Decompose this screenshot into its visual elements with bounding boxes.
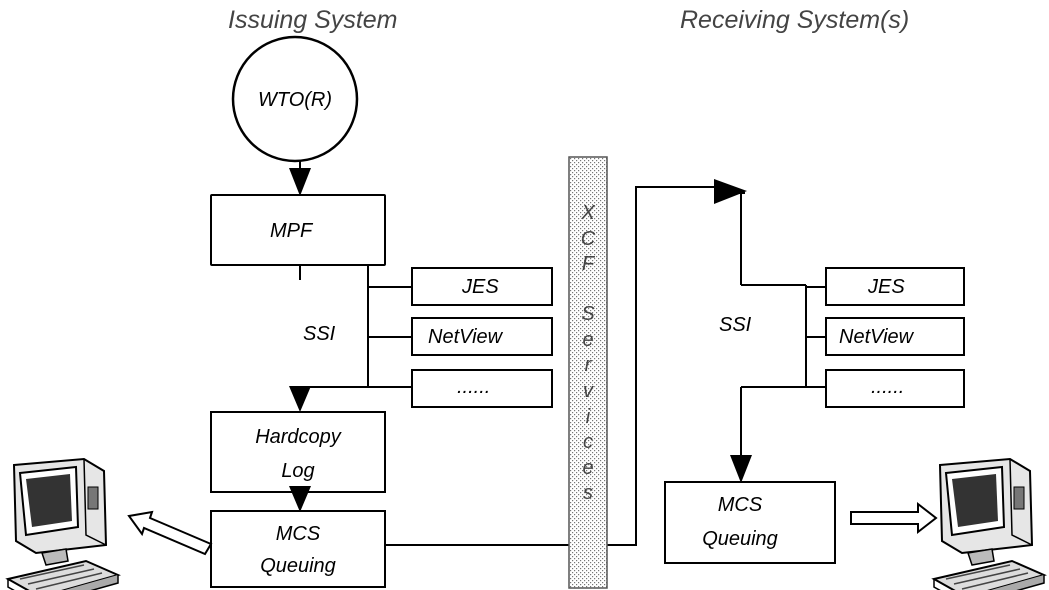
mpf-label: MPF	[270, 220, 314, 242]
netview-label-issuing: NetView	[428, 326, 504, 348]
svg-text:S: S	[581, 303, 595, 325]
jes-label-issuing: JES	[461, 276, 499, 298]
svg-text:e: e	[582, 329, 593, 351]
mcs-label-line2-issuing: Queuing	[260, 555, 336, 577]
ssi-label-receiving: SSI	[719, 314, 752, 336]
hardcopy-label-line2: Log	[281, 460, 314, 482]
issuing-system-header: Issuing System	[228, 6, 398, 34]
arrow-head-icon	[289, 386, 311, 412]
receiving-system-header: Receiving System(s)	[680, 6, 909, 34]
hollow-arrow-to-terminal-issuing	[129, 512, 211, 554]
netview-label-receiving: NetView	[839, 326, 915, 348]
more-label-receiving: ......	[871, 376, 904, 398]
svg-text:i: i	[586, 406, 591, 428]
svg-text:e: e	[582, 457, 593, 479]
hollow-arrow-to-terminal-receiving	[851, 504, 936, 532]
svg-text:c: c	[583, 431, 593, 453]
arrow-head-icon	[714, 179, 747, 204]
arrow-head-icon	[289, 486, 311, 512]
svg-text:v: v	[583, 380, 594, 402]
arrow-head-icon	[289, 168, 311, 196]
terminal-icon	[934, 459, 1044, 590]
more-label-issuing: ......	[457, 376, 490, 398]
ssi-label-issuing: SSI	[303, 323, 336, 345]
hardcopy-label-line1: Hardcopy	[255, 426, 342, 448]
mcs-label-line1-receiving: MCS	[718, 494, 763, 516]
mcs-label-line1-issuing: MCS	[276, 523, 321, 545]
svg-text:C: C	[581, 228, 596, 250]
arrow-head-icon	[730, 455, 752, 483]
wtor-label: WTO(R)	[258, 89, 332, 111]
jes-label-receiving: JES	[867, 276, 905, 298]
mcs-label-line2-receiving: Queuing	[702, 528, 778, 550]
svg-text:F: F	[582, 253, 596, 275]
terminal-icon	[8, 459, 118, 590]
svg-text:s: s	[583, 482, 593, 504]
svg-text:X: X	[580, 202, 595, 224]
